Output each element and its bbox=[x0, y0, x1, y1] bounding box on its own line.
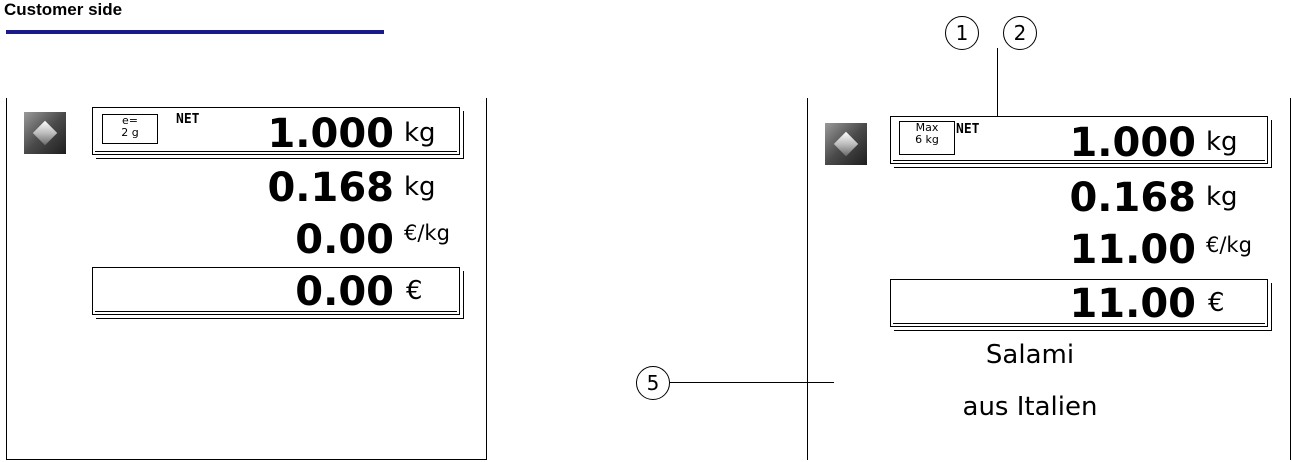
total-unit: € bbox=[1208, 288, 1225, 318]
scale-logo-icon bbox=[24, 112, 66, 154]
page-title: Customer side bbox=[4, 0, 123, 19]
net-label: NET bbox=[176, 112, 200, 127]
unit-price-unit: €/kg bbox=[1206, 233, 1252, 257]
tare-unit: kg bbox=[404, 172, 436, 202]
total-value: 0.00 bbox=[295, 269, 394, 315]
weight-unit: kg bbox=[1206, 127, 1238, 157]
tare-value: 0.168 bbox=[267, 165, 394, 211]
net-label: NET bbox=[956, 122, 980, 137]
total-value: 11.00 bbox=[1069, 281, 1196, 327]
scale-info-box: e= 2 g bbox=[102, 114, 158, 144]
right-display-left-border bbox=[807, 98, 808, 460]
weight-value: 1.000 bbox=[267, 111, 394, 157]
callout-1: 1 bbox=[945, 16, 979, 50]
callout-leader-line bbox=[670, 382, 834, 383]
total-unit: € bbox=[406, 276, 423, 306]
tare-unit: kg bbox=[1206, 182, 1238, 212]
scale-info-line1: e= bbox=[122, 114, 138, 127]
scale-info-box: Max 6 kg bbox=[899, 121, 955, 155]
callout-leader-line bbox=[997, 48, 998, 116]
unit-price-unit: €/kg bbox=[404, 221, 450, 245]
weight-value: 1.000 bbox=[1069, 120, 1196, 166]
scale-info-line1: Max bbox=[915, 121, 939, 134]
left-display-right-border bbox=[486, 98, 487, 460]
scale-info-line2: 6 kg bbox=[915, 133, 939, 146]
left-display-left-border bbox=[6, 98, 7, 460]
left-display-bottom-border bbox=[6, 459, 487, 460]
scale-logo-icon bbox=[825, 123, 867, 165]
right-display-right-border bbox=[1290, 98, 1291, 460]
callout-2: 2 bbox=[1003, 16, 1037, 50]
heading-underline bbox=[6, 30, 384, 34]
scale-info-line2: 2 g bbox=[121, 126, 139, 139]
product-name-line1: Salami bbox=[985, 340, 1075, 370]
unit-price-value: 11.00 bbox=[1069, 227, 1196, 273]
total-box bbox=[890, 279, 1268, 327]
tare-value: 0.168 bbox=[1069, 175, 1196, 221]
callout-5: 5 bbox=[636, 366, 670, 400]
weight-unit: kg bbox=[404, 118, 436, 148]
unit-price-value: 0.00 bbox=[295, 217, 394, 263]
product-name-line2: aus Italien bbox=[962, 392, 1098, 422]
total-box bbox=[92, 267, 460, 315]
